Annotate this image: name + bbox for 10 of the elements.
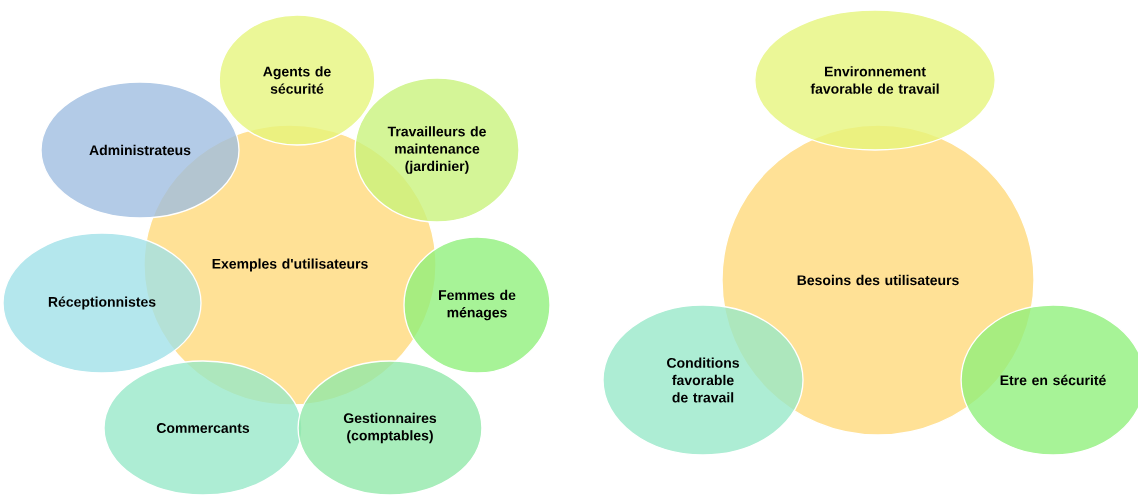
user-bubble: Administrateus xyxy=(40,81,240,219)
need-bubble: Conditions favorable de travail xyxy=(602,304,804,456)
need-bubble: Etre en sécurité xyxy=(960,304,1138,456)
user-bubble: Femmes de ménages xyxy=(403,236,551,374)
user-bubble: Réceptionnistes xyxy=(2,232,202,374)
need-bubble: Environnement favorable de travail xyxy=(754,9,996,151)
user-bubble: Agents de sécurité xyxy=(218,14,376,146)
user-bubble: Gestionnaires (comptables) xyxy=(297,360,483,496)
user-bubble: Travailleurs de maintenance (jardinier) xyxy=(354,77,520,223)
user-bubble: Commercants xyxy=(103,360,303,496)
